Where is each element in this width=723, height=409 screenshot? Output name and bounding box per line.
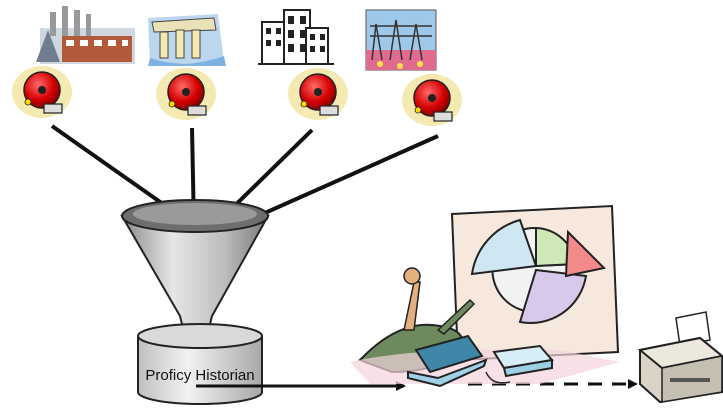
database-label: Proficy Historian: [145, 367, 254, 384]
alarm-bell-icon: [12, 66, 72, 118]
power-substation-icon: [366, 10, 436, 70]
presenter-with-pie-chart-icon: [350, 206, 620, 384]
alarm-bell-icon: [156, 68, 216, 120]
alarm-bell-icon: [288, 68, 348, 120]
dam-icon: [148, 14, 226, 66]
factory-icon: [36, 6, 135, 64]
alarm-bell-icon: [402, 74, 462, 126]
database-cylinder-icon: Proficy Historian: [138, 324, 262, 404]
funnel-icon: [122, 200, 268, 340]
printer-icon: [640, 312, 722, 402]
office-building-icon: [258, 10, 334, 64]
